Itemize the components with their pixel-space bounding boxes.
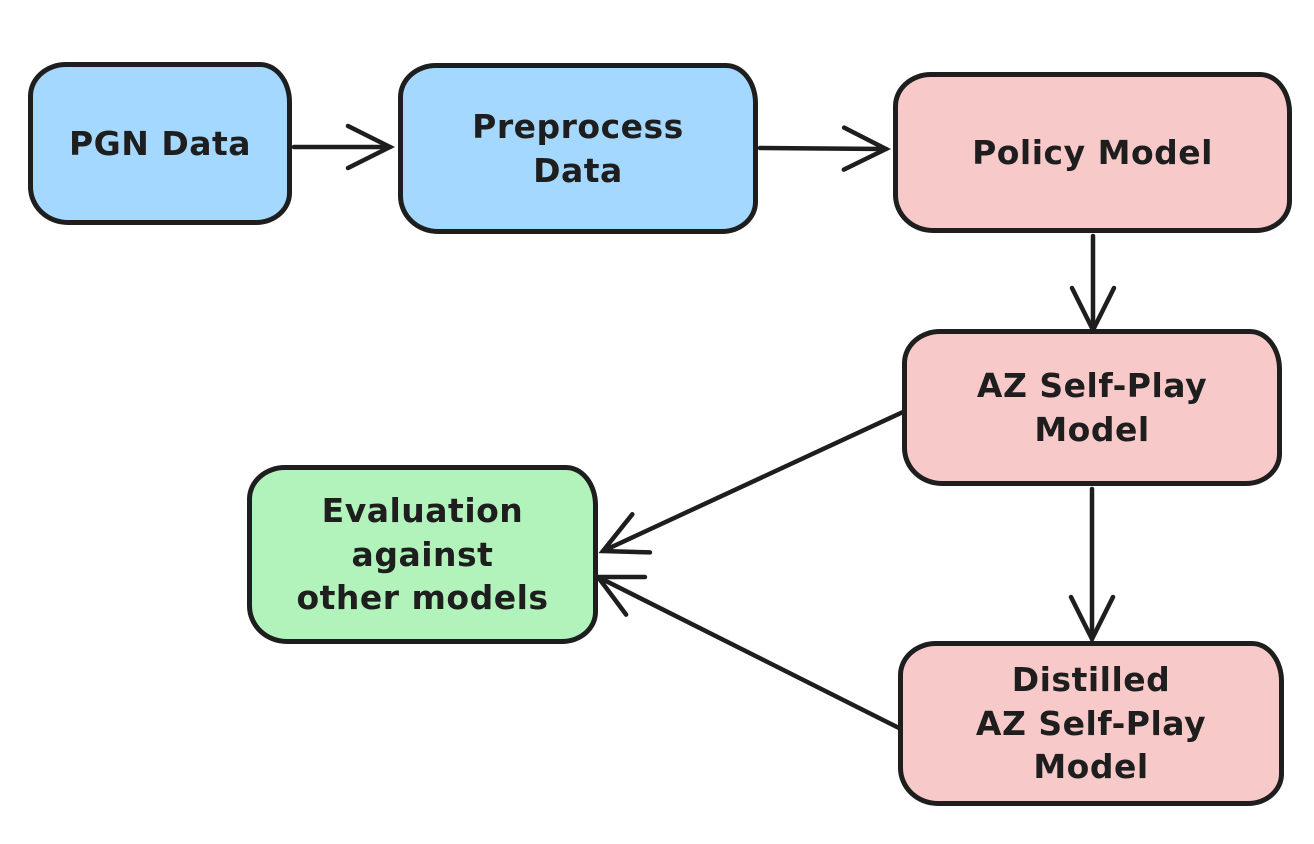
edge-preprocess-to-policy — [757, 125, 892, 172]
node-pgn-data: PGN Data — [28, 62, 292, 225]
edge-distilled-to-evaluation — [593, 574, 902, 731]
edge-az-to-evaluation — [598, 409, 906, 555]
node-preprocess-data: Preprocess Data — [398, 63, 758, 234]
node-distilled-az-self-play-model: Distilled AZ Self-Play Model — [898, 641, 1284, 806]
node-az-self-play-model: AZ Self-Play Model — [902, 329, 1282, 486]
node-evaluation-against-other-models: Evaluation against other models — [247, 465, 598, 644]
node-policy-model: Policy Model — [893, 72, 1292, 233]
